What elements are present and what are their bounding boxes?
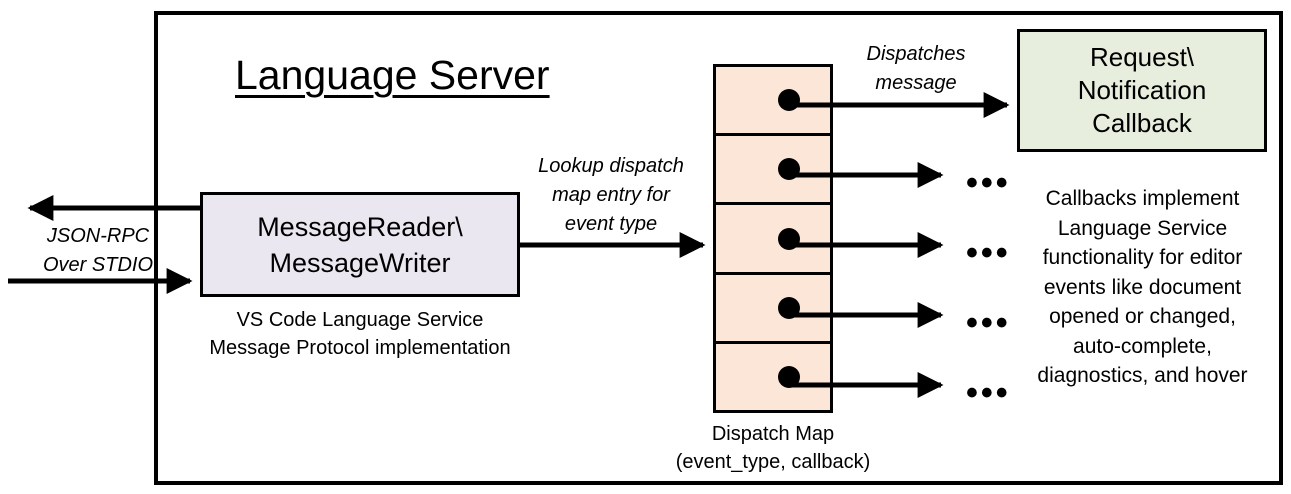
continuation-ellipsis: ••• (966, 234, 1011, 272)
continuation-ellipsis: ••• (966, 374, 1011, 412)
caption-dispatch-map: Dispatch Map (event_type, callback) (675, 423, 871, 473)
edge-label-json-rpc: JSON-RPC Over STDIO (42, 225, 153, 276)
entry-dot-icon (778, 227, 800, 250)
node-message-reader-writer[interactable]: MessageReader\ MessageWriter (200, 192, 520, 297)
page-title: Language Server (235, 52, 550, 98)
node-message-reader-writer-label: MessageReader\ MessageWriter (257, 211, 463, 278)
node-request-notification-callback-label: Request\ Notification Callback (1077, 42, 1207, 138)
table-row[interactable] (716, 136, 830, 206)
edge-label-lookup-dispatch: Lookup dispatch map entry for event type (538, 155, 684, 235)
caption-message-reader-writer: VS Code Language Service Message Protoco… (209, 309, 511, 359)
continuation-ellipsis: ••• (966, 164, 1011, 202)
caption-callbacks: Callbacks implement Language Service fun… (1037, 187, 1248, 387)
dispatch-map-table[interactable] (713, 64, 833, 413)
table-row[interactable] (716, 344, 830, 410)
table-row[interactable] (716, 67, 830, 137)
entry-dot-icon (778, 365, 800, 388)
entry-dot-icon (778, 296, 800, 319)
entry-dot-icon (778, 89, 800, 112)
entry-dot-icon (778, 158, 800, 181)
language-server-boundary (154, 11, 1283, 485)
table-row[interactable] (716, 275, 830, 344)
edge-label-dispatches-message: Dispatches message (866, 43, 966, 94)
node-request-notification-callback[interactable]: Request\ Notification Callback (1017, 29, 1267, 152)
continuation-ellipsis: ••• (966, 304, 1011, 342)
table-row[interactable] (716, 205, 830, 275)
